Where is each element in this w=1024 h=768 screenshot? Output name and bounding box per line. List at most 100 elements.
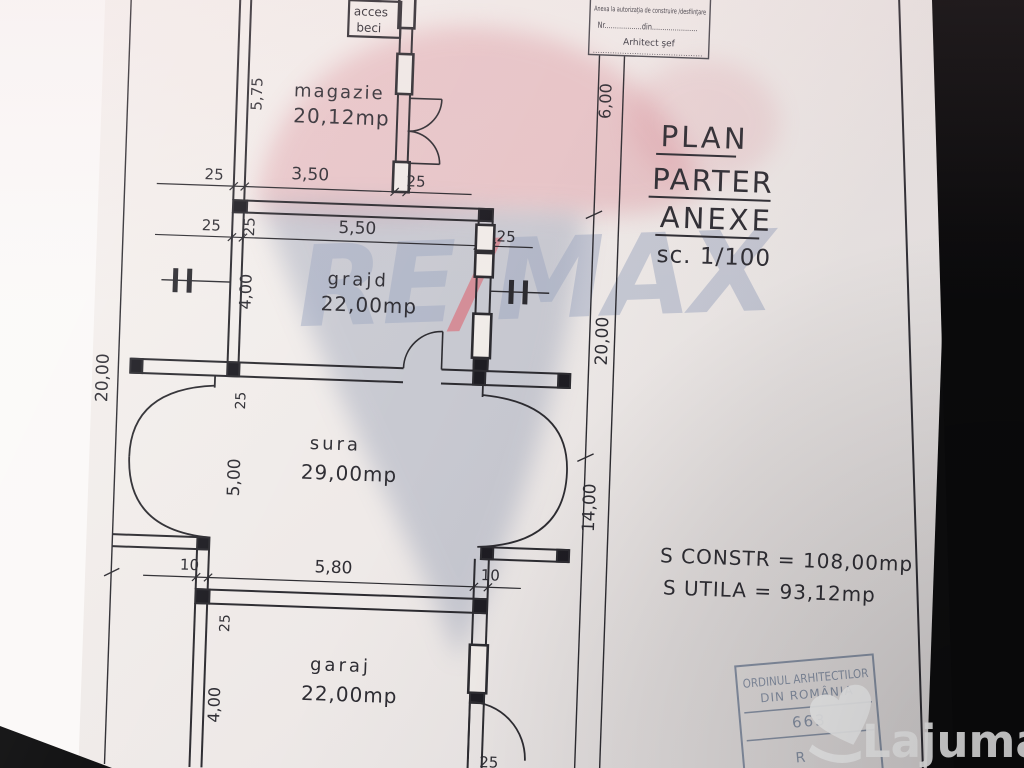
approval-line-3: Arhitect şef: [623, 38, 676, 50]
balloon-top-red: [256, 26, 699, 220]
room-area-garaj: 22,00mp: [301, 681, 398, 708]
dim-sura-top: 25: [233, 391, 250, 409]
sura-right-doors: [477, 384, 568, 548]
remax-max: MAX: [492, 206, 781, 346]
left-dimension-line: [103, 0, 133, 765]
dim-5-50: 5,50: [338, 218, 377, 239]
approval-line-1: Anexa la autorizaţia de construire /desf…: [594, 5, 706, 17]
dim-10: 10: [480, 566, 500, 585]
plan-texts: acces beci magazie 20,12mp grajd 22,00mp…: [92, 0, 914, 768]
magazie-left-wall: [232, 0, 253, 201]
room-name-garaj: garaj: [310, 654, 372, 677]
acces-label: acces: [354, 4, 389, 19]
room-area-magazie: 20,12mp: [293, 103, 390, 130]
garaj-door-symbol: [466, 700, 526, 761]
wall-band-a: [231, 199, 495, 223]
frame-border-right: [898, 0, 924, 768]
wall-corner: [477, 207, 495, 223]
dim-bottom-25: 25: [479, 753, 499, 768]
balloon-bottom-blue: [261, 201, 585, 661]
remax-wordmark: RE/MAX: [295, 206, 782, 353]
window-symbol: [474, 223, 496, 253]
paper-sheet: RE/MAX: [77, 0, 955, 768]
wall-band-d: [194, 588, 489, 615]
wall-corner: [479, 545, 495, 561]
garaj-right-wall: [466, 612, 526, 768]
dim-25: 25: [201, 216, 221, 235]
room-name-sura: sura: [309, 433, 361, 456]
dim-sura-height: 5,00: [224, 458, 245, 497]
dim-5-80: 5,80: [314, 557, 353, 578]
stamp-line-3: R: [795, 750, 808, 767]
garaj-upper-stubs: [194, 549, 490, 600]
wall-corner: [231, 199, 249, 214]
window-symbol: [473, 251, 495, 279]
dim-magazie-height: 5,75: [247, 77, 266, 111]
wall-corner: [556, 372, 572, 390]
dim-right-mid: 20,00: [592, 316, 614, 365]
wall-band-b: [129, 330, 572, 390]
window-symbol: [470, 312, 493, 360]
wall-corner: [226, 361, 241, 378]
dim-garaj-top: 25: [217, 614, 234, 632]
lajumate-text: Lajumate.ro: [862, 715, 1024, 768]
room-name-grajd: grajd: [327, 269, 389, 292]
acces-beci-note: acces beci: [346, 0, 403, 40]
grajd-door-symbol: [402, 330, 444, 370]
wall-band-c: [112, 533, 571, 564]
post-symbol-left: [161, 268, 231, 293]
garaj-left-wall: [188, 603, 209, 768]
lajumate-name: Lajumate: [862, 715, 1024, 768]
dim-right-low: 14,00: [579, 483, 601, 532]
wall-fill: [472, 357, 489, 373]
heart-hands-icon: [808, 684, 871, 763]
dim-garaj-height: 4,00: [204, 687, 224, 723]
beci-label: beci: [356, 20, 381, 35]
background-corner: [0, 726, 112, 768]
title-line-2: PARTER: [652, 162, 775, 200]
title-line-1: PLAN: [660, 119, 749, 156]
approval-dots: ........................................…: [593, 47, 703, 59]
title-scale: sc. 1/100: [656, 242, 771, 272]
room-area-grajd: 22,00mp: [320, 291, 417, 318]
room-area-sura: 29,00mp: [300, 460, 397, 487]
wall-corner: [471, 597, 489, 615]
background-right: [932, 0, 1024, 768]
wall-corner: [555, 548, 571, 564]
approval-line-2: Nr..................din.................…: [597, 21, 697, 34]
right-dimension-lines: [573, 54, 626, 768]
wall-corner: [471, 369, 487, 387]
remax-text-watermark: RE/MAX: [295, 206, 782, 353]
stamp-line-4: CAPRA: [781, 764, 847, 768]
wall-corner: [194, 588, 211, 605]
room-name-magazie: magazie: [294, 80, 385, 104]
dim-3-50: 3,50: [291, 164, 330, 185]
dim-25-vertical: 25: [240, 217, 259, 237]
wall-corner: [129, 357, 144, 375]
dim-grajd-height: 4,00: [235, 274, 255, 310]
approval-stamp: Anexa la autorizaţia de construire /desf…: [587, 0, 712, 60]
sura-left-doors: [128, 375, 217, 539]
window-symbol: [394, 52, 415, 96]
balloon-red-glow: [629, 59, 780, 184]
dim-right-top: 6,00: [595, 83, 615, 119]
wall-corner: [196, 536, 211, 551]
title-line-3: ANEXE: [659, 200, 773, 238]
remax-balloon-watermark: [256, 26, 780, 661]
dim-10: 10: [180, 556, 200, 575]
bifold-door-symbol: [407, 97, 443, 166]
plan-linework: [103, 0, 626, 768]
window-symbol: [397, 0, 418, 30]
title-block: PLAN PARTER ANEXE sc. 1/100: [648, 119, 775, 272]
window-symbol: [466, 643, 490, 695]
dim-25: 25: [204, 165, 224, 184]
grajd-left-wall: [226, 212, 245, 363]
dim-left-total: 20,00: [92, 353, 114, 402]
post-symbol-right: [490, 279, 550, 305]
grajd-right-wall: [470, 220, 496, 373]
lajumate-watermark: Lajumate.ro: [808, 684, 1024, 768]
dim-row-1: [156, 181, 472, 197]
dim-25: 25: [406, 172, 426, 191]
